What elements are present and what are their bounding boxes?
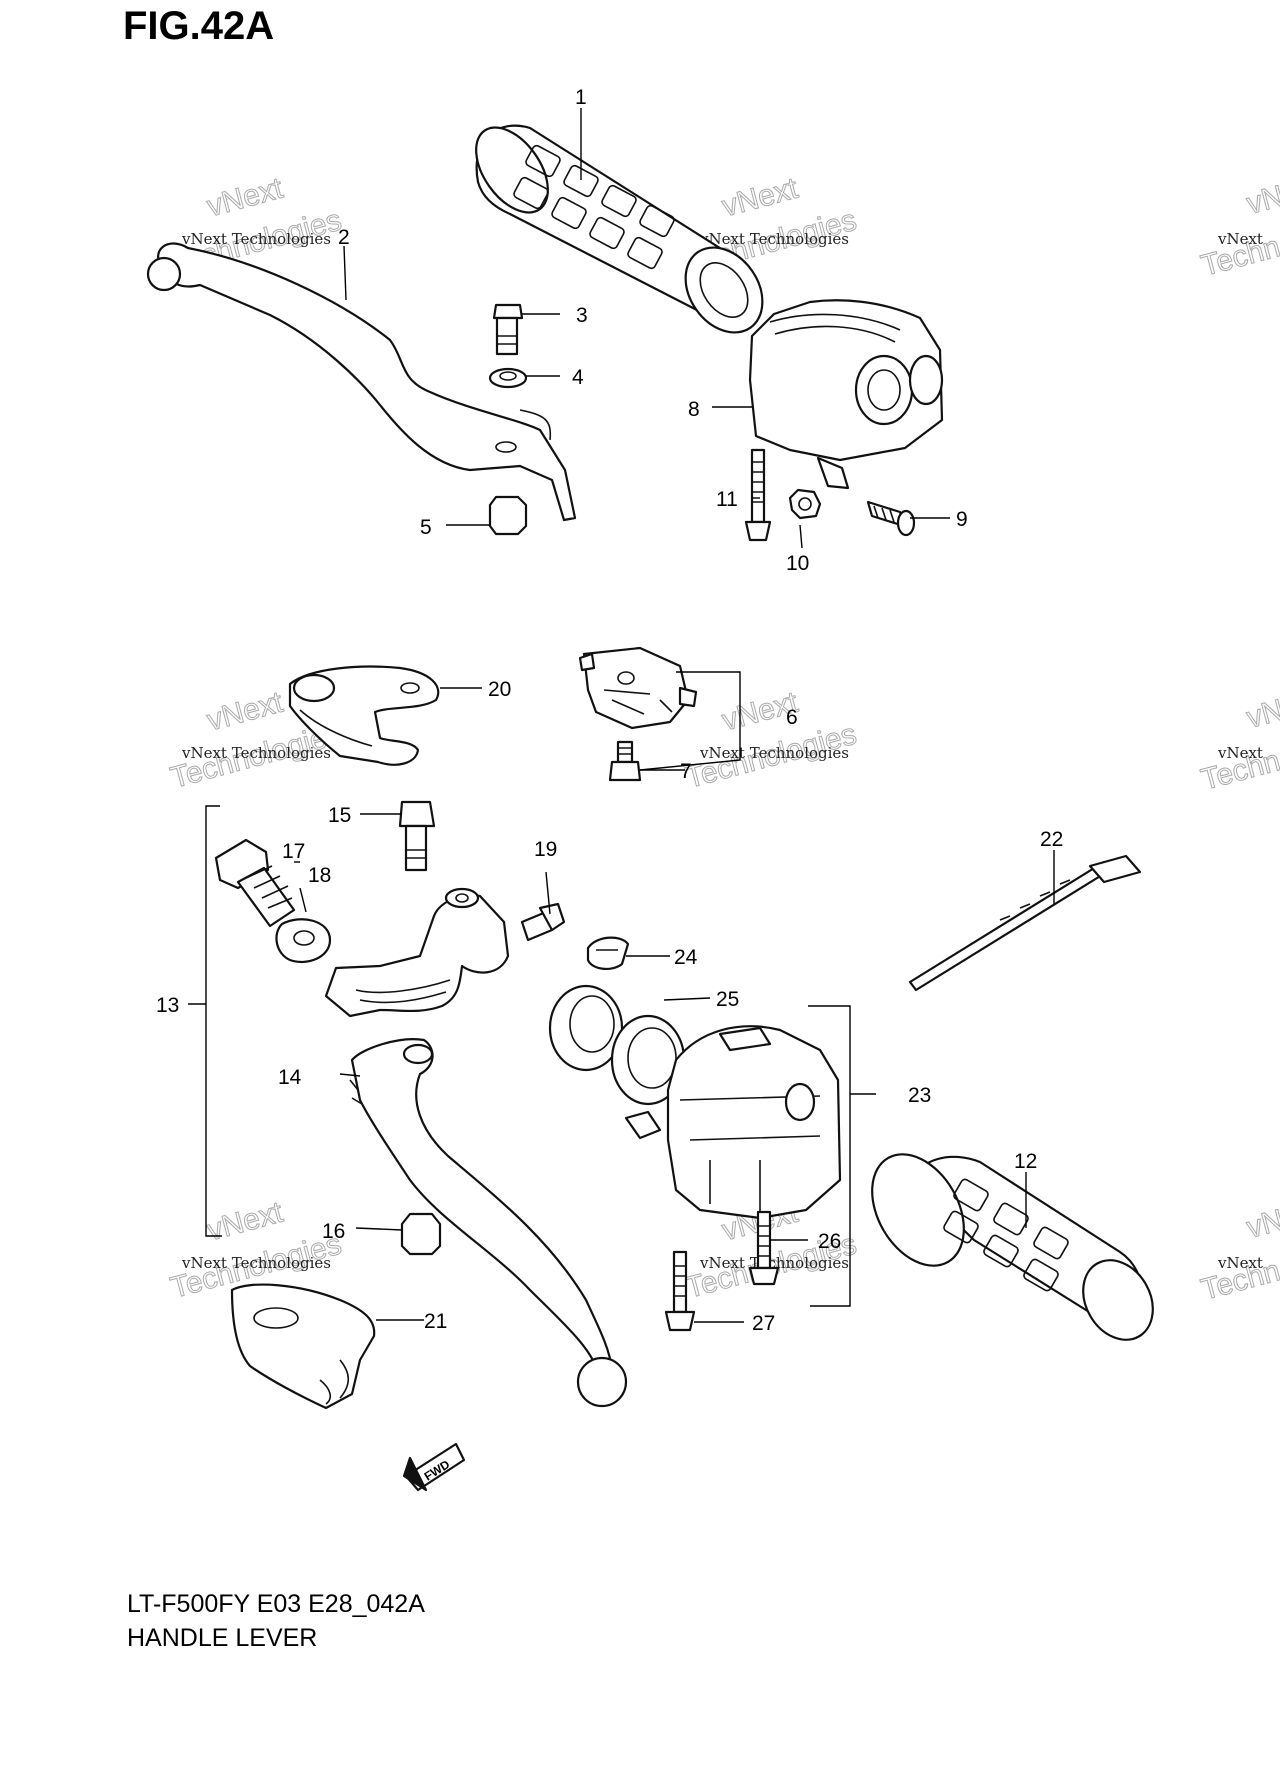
callout-14: 14 xyxy=(278,1066,302,1089)
part-10-nut xyxy=(788,488,822,520)
part-15-bolt xyxy=(398,800,436,872)
callout-5: 5 xyxy=(420,516,432,539)
part-5-nut xyxy=(488,495,528,536)
callout-23: 23 xyxy=(908,1084,931,1107)
part-13-lever-holder xyxy=(324,887,510,1018)
watermark-line: vNext Technologies xyxy=(699,744,849,762)
part-18-locknut xyxy=(275,918,332,964)
part-6-switch xyxy=(578,646,698,730)
watermark-line: vNext Technologies xyxy=(181,230,331,248)
callout-20: 20 xyxy=(488,678,511,701)
part-2-lever xyxy=(146,242,577,522)
callout-7: 7 xyxy=(680,760,692,783)
watermark-line: vNext Technologies xyxy=(699,1254,849,1272)
part-3-bolt xyxy=(492,303,524,356)
part-12-grip xyxy=(871,1153,1154,1341)
watermark-top: vNext xyxy=(204,686,287,738)
part-7-screw xyxy=(608,740,642,782)
leader-lines xyxy=(188,108,1055,1323)
part-21-cover xyxy=(230,1283,376,1410)
callout-21: 21 xyxy=(424,1310,447,1333)
callout-18: 18 xyxy=(308,864,331,887)
watermark-top: vNext xyxy=(719,172,802,224)
watermark-edge-top: vNext xyxy=(1243,683,1280,735)
callout-1: 1 xyxy=(575,86,587,109)
fwd-arrow-icon: FWD xyxy=(402,1442,466,1492)
watermark-line: vNext Technologies xyxy=(181,1254,331,1272)
part-1-grip xyxy=(475,124,764,334)
callout-8: 8 xyxy=(688,398,700,421)
callout-11: 11 xyxy=(716,488,738,511)
model-code: LT-F500FY E03 E28_042A xyxy=(127,1590,425,1618)
callout-2: 2 xyxy=(338,226,350,249)
callout-24: 24 xyxy=(674,946,698,969)
callout-10: 10 xyxy=(786,552,809,575)
part-20-bracket xyxy=(288,665,440,766)
part-22-cable-tie xyxy=(908,854,1142,992)
watermark-edge-line: vNext xyxy=(1217,1254,1263,1272)
callout-13: 13 xyxy=(156,994,179,1017)
part-14-lever xyxy=(349,1038,628,1408)
callout-3: 3 xyxy=(576,304,588,327)
part-17-adjuster xyxy=(214,838,296,928)
callout-22: 22 xyxy=(1040,828,1063,851)
callout-4: 4 xyxy=(572,366,584,389)
part-19-bolt xyxy=(520,902,566,942)
part-27-screw xyxy=(664,1250,696,1332)
watermark-edge-line: vNext xyxy=(1217,230,1263,248)
callout-26: 26 xyxy=(818,1230,841,1253)
watermark-top: vNext xyxy=(204,172,287,224)
part-23-switch-housing xyxy=(624,1025,842,1220)
watermark-line: vNext Technologies xyxy=(181,744,331,762)
part-25-ring xyxy=(548,984,686,1106)
callout-16: 16 xyxy=(322,1220,345,1243)
callout-27: 27 xyxy=(752,1312,775,1335)
callout-numbers: 1 2 3 4 5 6 7 8 9 10 11 12 13 14 15 16 1… xyxy=(156,86,1063,1335)
part-9-screw xyxy=(866,500,916,537)
part-4-washer xyxy=(488,367,528,389)
callout-25: 25 xyxy=(716,988,739,1011)
callout-17: 17 xyxy=(282,840,305,863)
part-26-screw xyxy=(748,1210,780,1286)
figure-caption: HANDLE LEVER xyxy=(127,1624,318,1652)
watermark-edge-top: vNext xyxy=(1243,169,1280,221)
callout-9: 9 xyxy=(956,508,968,531)
part-16-nut xyxy=(400,1212,442,1256)
callout-19: 19 xyxy=(534,838,557,861)
callout-15: 15 xyxy=(328,804,351,827)
callout-12: 12 xyxy=(1014,1150,1037,1173)
part-8-throttle-case xyxy=(748,299,944,490)
watermark-edge-top: vNext xyxy=(1243,1193,1280,1245)
callout-6: 6 xyxy=(786,706,798,729)
part-24-clip xyxy=(586,936,630,970)
watermark-line: vNext Technologies xyxy=(699,230,849,248)
figure-title: FIG.42A xyxy=(123,4,275,48)
watermark-edge-line: vNext xyxy=(1217,744,1263,762)
part-11-screw xyxy=(744,448,772,542)
watermark-top: vNext xyxy=(204,1196,287,1248)
